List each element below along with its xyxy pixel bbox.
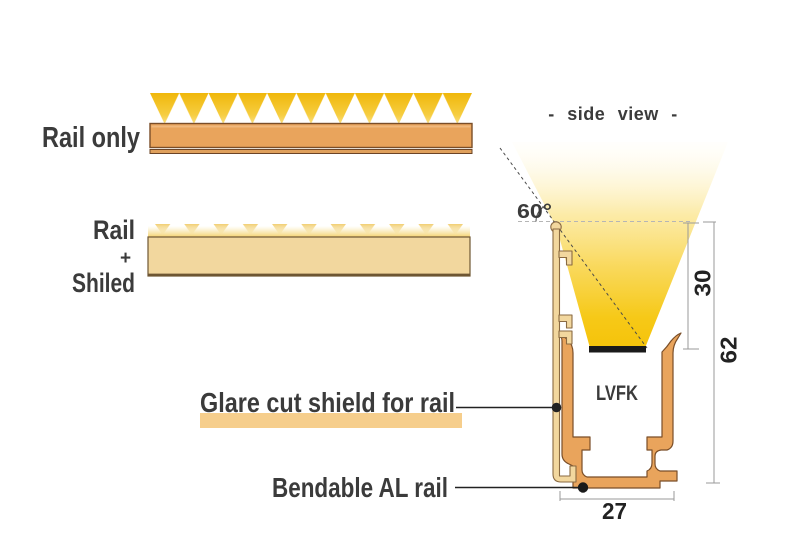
dim-line-62 xyxy=(703,221,720,484)
rail-shield-label-line2: + xyxy=(120,248,131,269)
glare-cut-dashed-line xyxy=(499,147,648,349)
dim-line-30 xyxy=(683,222,699,350)
angle-label: 60° xyxy=(517,201,552,223)
dim-line-27 xyxy=(559,491,675,501)
bendable-callout-dot xyxy=(577,482,589,493)
angle-arc xyxy=(535,206,544,222)
dim-30-label: 30 xyxy=(690,270,716,297)
dim-27-label: 27 xyxy=(602,498,627,524)
led-bar xyxy=(589,346,646,353)
glare-label-highlight xyxy=(200,413,462,428)
dim-62-label: 62 xyxy=(716,337,742,364)
glare-shield-label: Glare cut shield for rail xyxy=(200,387,455,418)
rail-profile xyxy=(557,332,682,489)
light-cone xyxy=(512,142,728,348)
shield-profile xyxy=(550,221,577,483)
rail-shield-label-line1: Rail xyxy=(93,215,135,245)
side-view-title: - side view - xyxy=(548,104,678,124)
rail-only-label: Rail only xyxy=(42,122,140,154)
shield-hook-bottom xyxy=(558,330,573,345)
shield-bar xyxy=(147,236,471,277)
glare-callout-dot xyxy=(551,402,562,413)
rail-bar-base-strip xyxy=(149,149,473,154)
callouts xyxy=(200,402,589,493)
rail-shield-label-line3: Shiled xyxy=(72,268,135,298)
shield-hook-top xyxy=(558,250,573,266)
light-spikes-faint xyxy=(148,224,470,237)
shield-stem xyxy=(552,228,577,483)
product-code-label: LVFK xyxy=(596,382,638,405)
side-view-figure xyxy=(499,142,728,501)
light-spikes-strong xyxy=(150,93,472,124)
rail-only-figure xyxy=(149,93,473,154)
rail-shield-figure xyxy=(147,224,471,277)
shield-hook-middle xyxy=(558,314,573,329)
bendable-rail-label: Bendable AL rail xyxy=(272,472,448,503)
